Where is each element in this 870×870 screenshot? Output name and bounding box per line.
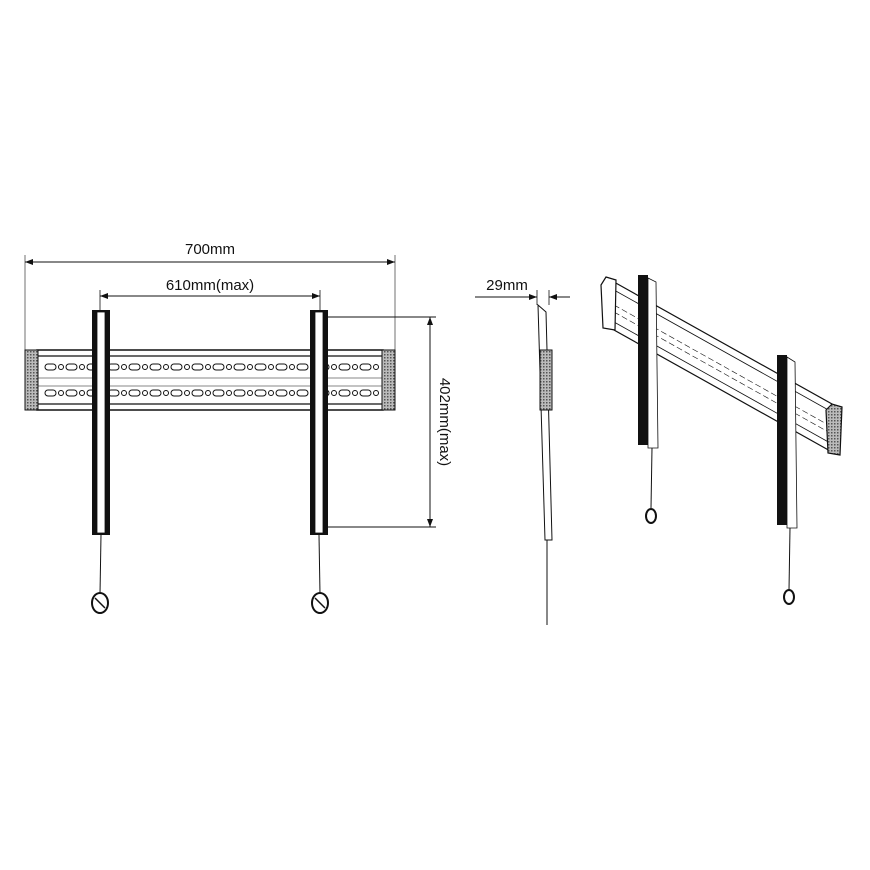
iso-arm-left — [638, 275, 659, 524]
rail-hole — [58, 364, 64, 370]
rail-slot — [65, 389, 78, 397]
rail-slot — [233, 389, 246, 397]
rail-slot — [44, 389, 57, 397]
vertical-arm-left — [91, 310, 110, 614]
rail-slot — [128, 363, 141, 371]
rail-hole — [247, 390, 253, 396]
depth-label: 29mm — [486, 277, 528, 294]
rail-slot — [149, 363, 162, 371]
rail-hole — [247, 364, 253, 370]
rail-slot — [191, 389, 204, 397]
rail-slot — [359, 389, 372, 397]
rail-hole — [289, 364, 295, 370]
rail-hole — [289, 390, 295, 396]
rail-hole — [205, 390, 211, 396]
rail-slot — [254, 363, 267, 371]
rail-slot — [338, 363, 351, 371]
rail-slot — [254, 389, 267, 397]
rail-hole — [331, 364, 337, 370]
rail-slot — [296, 363, 309, 371]
rail-slot — [359, 363, 372, 371]
end-cap-left — [600, 276, 617, 331]
rail-hole — [184, 390, 190, 396]
rail-hole — [352, 390, 358, 396]
rail-hole — [79, 390, 85, 396]
rail-hole — [121, 364, 127, 370]
wall-rail — [24, 349, 396, 411]
rail-slot — [170, 389, 183, 397]
end-cap-right — [825, 403, 843, 456]
rail-hole — [79, 364, 85, 370]
vesa-height-label: 402mm(max) — [436, 378, 453, 466]
rail-slot — [338, 389, 351, 397]
rail-slot — [170, 363, 183, 371]
rail-hole — [205, 364, 211, 370]
rail-slot — [233, 363, 246, 371]
rail-slot — [44, 363, 57, 371]
rail-hole — [163, 364, 169, 370]
rail-slot — [128, 389, 141, 397]
rail-hole — [373, 390, 379, 396]
rail-slot — [212, 389, 225, 397]
rail-hole — [268, 390, 274, 396]
rail-hole — [184, 364, 190, 370]
rail-slot — [191, 363, 204, 371]
side-view — [475, 290, 570, 625]
end-cap-left — [24, 349, 39, 411]
rail-hole — [352, 364, 358, 370]
rail-hole — [142, 390, 148, 396]
rail-hole — [226, 364, 232, 370]
rail-slot — [149, 389, 162, 397]
overall-width-label: 700mm — [185, 241, 235, 258]
rail-hole — [331, 390, 337, 396]
rail-hole — [58, 390, 64, 396]
rail-slot — [212, 363, 225, 371]
rail-slot — [296, 389, 309, 397]
rail-hole — [142, 364, 148, 370]
rail-hole — [373, 364, 379, 370]
front-view — [24, 255, 436, 614]
rail-slot — [65, 363, 78, 371]
rail-slot — [275, 363, 288, 371]
iso-arm-right — [777, 355, 798, 605]
rail-hole — [226, 390, 232, 396]
vesa-width-label: 610mm(max) — [166, 277, 254, 294]
rail-hole — [121, 390, 127, 396]
isometric-view — [600, 275, 843, 605]
end-cap-right — [381, 349, 396, 411]
rail-hole — [163, 390, 169, 396]
rail-hole — [268, 364, 274, 370]
vertical-arm-right — [310, 310, 329, 614]
rail-slot — [275, 389, 288, 397]
